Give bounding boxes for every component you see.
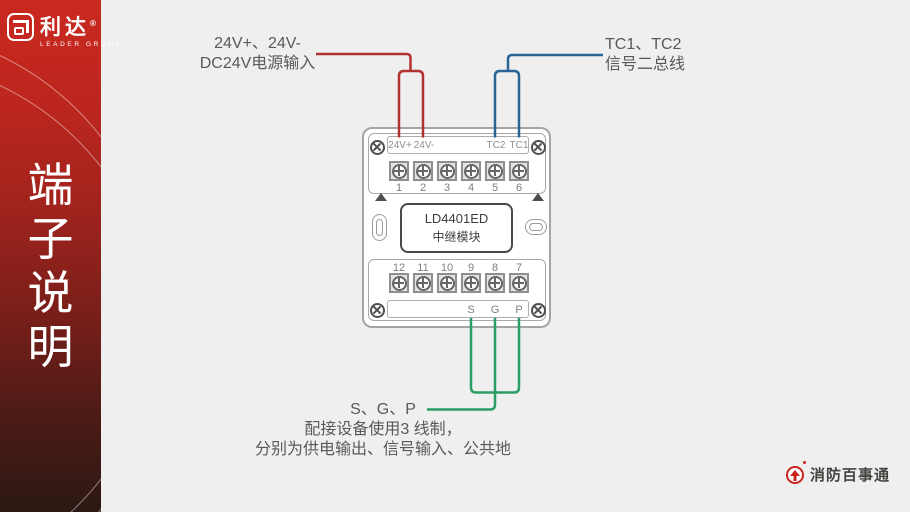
terminal-screw-12: [389, 273, 409, 293]
side-slot-inner: [376, 219, 383, 236]
strip-label-s: S: [467, 304, 475, 316]
corner-screw-icon: [530, 139, 546, 155]
strip-label-tc2: TC2: [486, 140, 506, 151]
terminal-screw-10: [437, 273, 457, 293]
registered-mark: ®: [90, 19, 96, 28]
power-input-label: 24V+、24V- DC24V电源输入: [199, 35, 316, 72]
strip-label-p: P: [515, 304, 523, 316]
strip-label-g: G: [490, 304, 500, 316]
footer-brand-text: 消防百事通: [810, 467, 891, 484]
terminal-number: 10: [440, 262, 454, 274]
output-wire-sp: [469, 318, 521, 394]
terminal-screw-7: [509, 273, 529, 293]
signal-bus-label: TC1、TC2 信号二总线: [605, 36, 686, 73]
terminal-number: 12: [392, 262, 406, 274]
power-wire-lead: [316, 52, 412, 72]
terminal-number: 1: [395, 182, 403, 194]
terminal-screw-1: [389, 161, 409, 181]
strip-label-24v-plus: 24V+: [388, 140, 412, 151]
bottom-label-strip: [387, 300, 529, 318]
terminal-screw-6: [509, 161, 529, 181]
corner-screw-icon: [369, 302, 385, 318]
footer-brand-reg-dot: [803, 461, 806, 464]
terminal-number: 4: [467, 182, 475, 194]
leader-group-logo: 利达® LEADER GROUP: [7, 13, 123, 48]
strip-label-tc1: TC1: [509, 140, 529, 151]
sidebar: [0, 0, 101, 512]
module-model: LD4401ED: [424, 211, 489, 226]
terminal-screw-3: [437, 161, 457, 181]
terminal-screw-9: [461, 273, 481, 293]
module-type-name: 中继模块: [432, 230, 481, 244]
terminal-screw-5: [485, 161, 505, 181]
terminal-number: 8: [491, 262, 499, 274]
strip-label-24v-minus: 24V-: [413, 140, 435, 151]
top-label-strip: [387, 136, 529, 154]
side-slot-inner: [529, 223, 543, 231]
terminal-number: 5: [491, 182, 499, 194]
leader-logo-icon: [7, 13, 34, 41]
terminal-number: 11: [417, 262, 429, 274]
terminal-number: 7: [515, 262, 523, 274]
brand-name-cn: 利达®: [40, 16, 96, 39]
corner-screw-icon: [369, 139, 385, 155]
terminal-screw-8: [485, 273, 505, 293]
output-wire-g: [427, 318, 497, 411]
terminal-screw-11: [413, 273, 433, 293]
fire-brand-icon: [786, 465, 804, 484]
module-nameplate: LD4401ED 中继模块: [400, 203, 513, 253]
terminal-screw-4: [461, 161, 481, 181]
terminal-screw-2: [413, 161, 433, 181]
terminal-number: 6: [515, 182, 523, 194]
terminal-number: 9: [467, 262, 475, 274]
alignment-triangle-icon: [375, 193, 387, 201]
page-title: 端 子 说 明: [27, 159, 74, 373]
alignment-triangle-icon: [532, 193, 544, 201]
corner-screw-icon: [530, 302, 546, 318]
brand-name-en: LEADER GROUP: [40, 41, 123, 48]
footer-brand: 消防百事通: [786, 464, 890, 485]
output-wiring-label: S、G、P 配接设备使用3 线制， 分别为供电输出、信号输入、公共地: [254, 401, 511, 458]
signal-wire-lead: [506, 53, 603, 72]
terminal-number: 2: [419, 182, 427, 194]
terminal-number: 3: [443, 182, 451, 194]
